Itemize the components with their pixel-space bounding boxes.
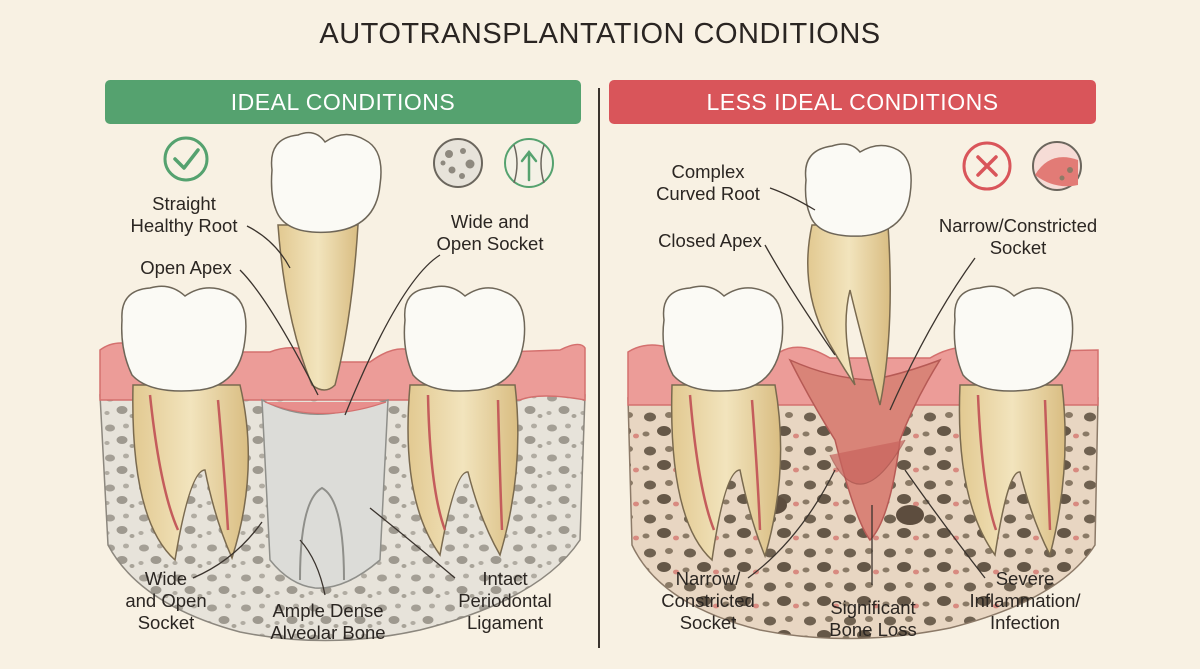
ideal-donor-tooth [270, 131, 382, 391]
label-line: Ample Dense [272, 600, 384, 621]
dense-bone-circle-icon [433, 138, 483, 188]
check-circle-icon [163, 136, 209, 182]
ideal-illustration [99, 131, 586, 642]
label-wide-open-socket-top: Wide and Open Socket [420, 211, 560, 255]
page-title: AUTOTRANSPLANTATION CONDITIONS [319, 18, 881, 50]
x-circle-icon [962, 141, 1012, 191]
ideal-left-tooth [120, 285, 250, 562]
less-leader-lines [747, 187, 986, 585]
label-line: Healthy Root [130, 215, 238, 236]
label-line: Bone Loss [829, 619, 917, 640]
label-line: Closed Apex [658, 230, 762, 251]
ideal-wide-socket [261, 398, 389, 589]
label-closed-apex: Closed Apex [648, 230, 772, 252]
label-line: Intact [482, 568, 528, 589]
label-line: Complex [671, 161, 745, 182]
less-ideal-conditions-banner: LESS IDEAL CONDITIONS [609, 80, 1096, 124]
ideal-right-tooth [403, 285, 526, 557]
label-line: Significant [830, 597, 916, 618]
ligament-arrow-circle-icon [504, 138, 554, 188]
ideal-socket-ligament [299, 486, 345, 581]
label-line: Wide and [450, 211, 530, 232]
ideal-leader-lines [192, 225, 456, 596]
label-straight-healthy-root: Straight Healthy Root [120, 193, 248, 237]
label-significant-bone-loss: Significant Bone Loss [815, 597, 931, 641]
label-narrow-constricted-socket-top: Narrow/Constricted Socket [925, 215, 1111, 259]
label-line: Open Apex [140, 257, 232, 278]
label-line: Alveolar Bone [270, 622, 386, 643]
label-ample-dense-alveolar-bone: Ample Dense Alveolar Bone [255, 600, 401, 644]
label-line: Wide [144, 568, 188, 589]
label-complex-curved-root: Complex Curved Root [648, 161, 768, 205]
label-line: Inflammation/ [969, 590, 1081, 611]
less-ideal-illustration [627, 141, 1099, 640]
label-line: Constricted [661, 590, 755, 611]
label-severe-inflammation-infection: Severe Inflammation/ Infection [955, 568, 1095, 634]
less-donor-tooth [804, 143, 912, 406]
label-line: Straight [152, 193, 216, 214]
label-line: Ligament [466, 612, 544, 633]
label-line: Narrow/Constricted [938, 215, 1098, 236]
label-line: Socket [989, 237, 1047, 258]
label-line: Socket [679, 612, 737, 633]
label-wide-open-socket-bottom: Wide and Open Socket [120, 568, 212, 634]
inflamed-tissue-circle-icon [1032, 141, 1082, 191]
label-line: Curved Root [656, 183, 760, 204]
less-right-tooth [953, 285, 1074, 558]
label-line: Severe [995, 568, 1055, 589]
label-open-apex: Open Apex [128, 257, 244, 279]
label-line: Periodontal [458, 590, 552, 611]
less-left-tooth [662, 285, 784, 562]
label-line: Open Socket [436, 233, 544, 254]
label-narrow-constricted-socket-bottom: Narrow/ Constricted Socket [650, 568, 766, 634]
label-intact-periodontal-ligament: Intact Periodontal Ligament [445, 568, 565, 634]
label-line: Infection [990, 612, 1060, 633]
label-line: Narrow/ [675, 568, 741, 589]
label-line: Socket [137, 612, 195, 633]
center-divider [598, 88, 600, 648]
label-line: and Open [125, 590, 207, 611]
ideal-conditions-banner: IDEAL CONDITIONS [105, 80, 581, 124]
